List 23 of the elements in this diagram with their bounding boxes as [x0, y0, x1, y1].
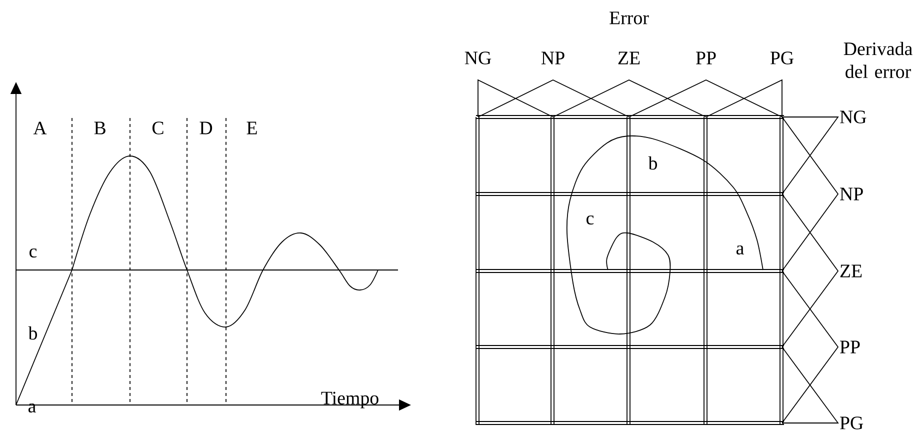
- curve-label: a: [736, 245, 744, 255]
- region-label: E: [246, 122, 257, 134]
- membership-label: PG: [770, 52, 794, 64]
- membership-label: NG: [464, 52, 492, 64]
- curve-label: c: [586, 215, 594, 225]
- curve-label: c: [30, 248, 37, 258]
- membership-label: PP: [840, 340, 860, 354]
- membership-label: ZE: [618, 52, 640, 64]
- region-label: D: [200, 122, 212, 134]
- membership-label: NG: [840, 110, 866, 124]
- membership-label: NP: [840, 188, 863, 200]
- membership-label: PG: [840, 416, 864, 430]
- membership-label: PP: [696, 52, 716, 64]
- curve-label: b: [28, 326, 37, 340]
- membership-label: ZE: [840, 264, 862, 278]
- region-label: A: [33, 122, 47, 134]
- axis-label: Derivada del error: [844, 42, 912, 78]
- curve-label: b: [648, 156, 657, 170]
- membership-label: NP: [541, 52, 564, 64]
- region-label: C: [152, 122, 164, 134]
- axis-label: Tiempo: [321, 392, 378, 408]
- region-label: B: [94, 122, 106, 134]
- axis-label: Error: [610, 12, 649, 24]
